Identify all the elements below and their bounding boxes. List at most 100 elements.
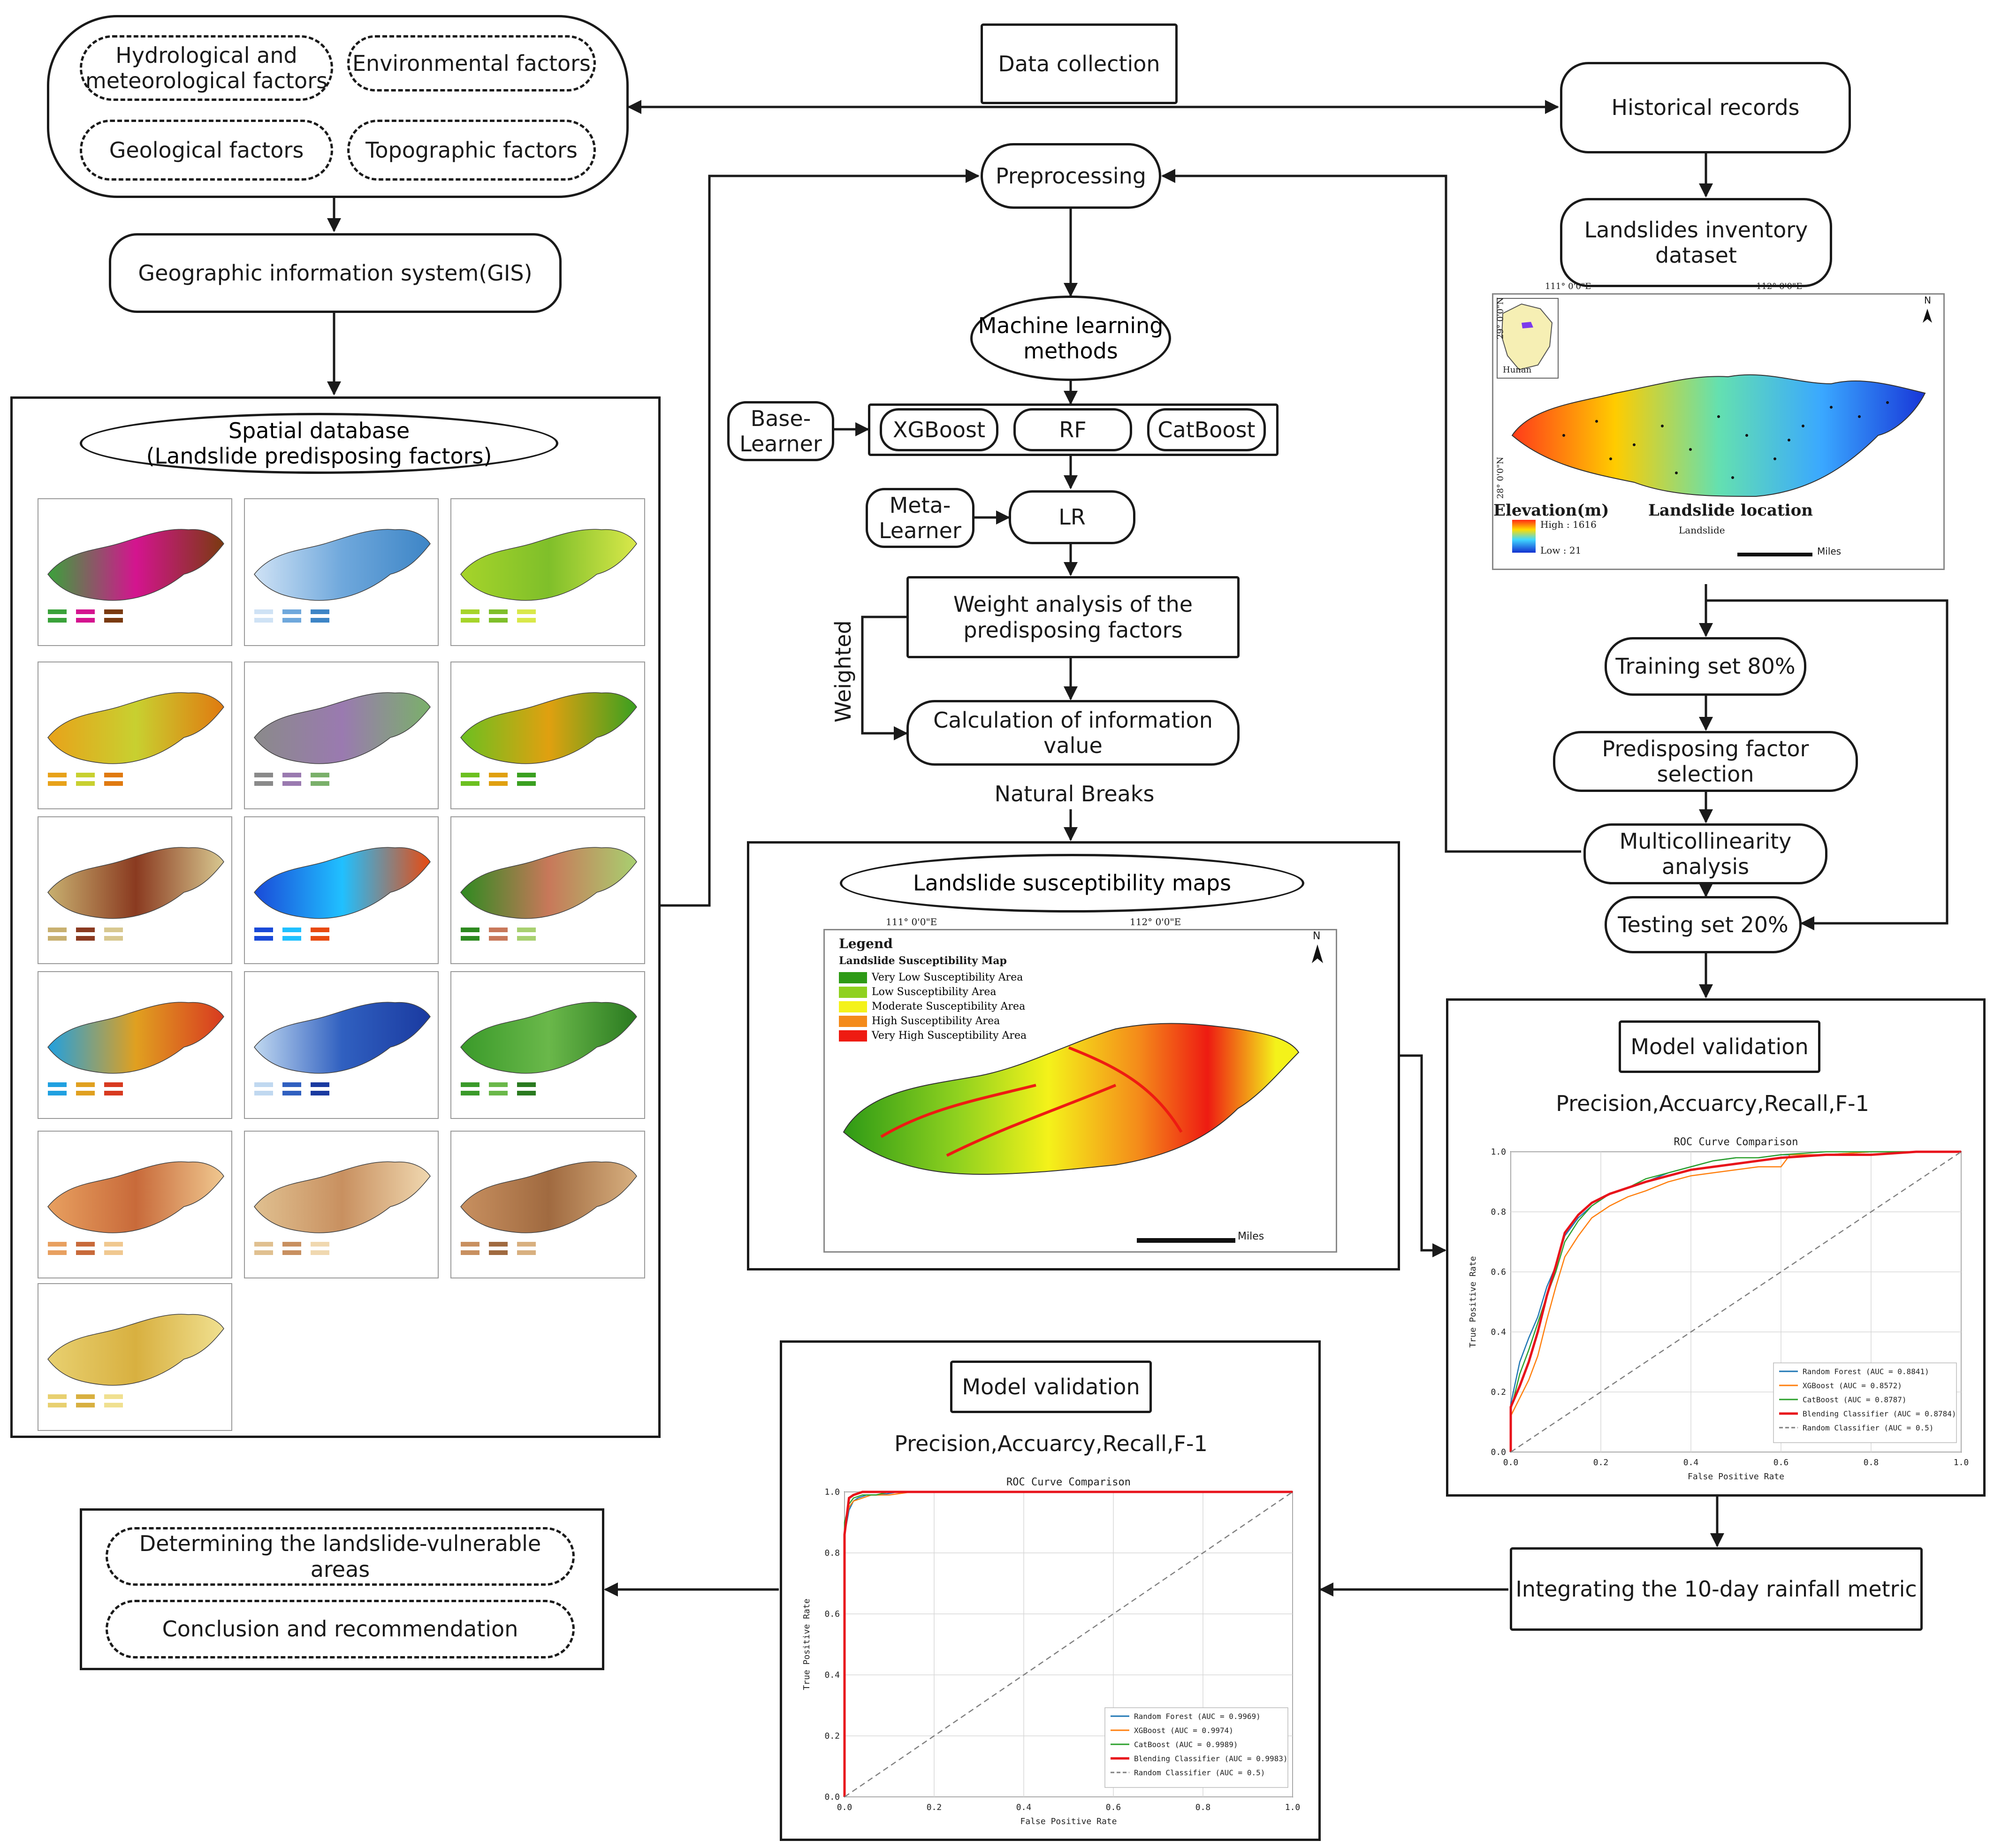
- roc-title: ROC Curve Comparison: [1674, 1136, 1798, 1148]
- legend-map-title: Landslide Susceptibility Map: [839, 955, 1007, 967]
- gis-box[interactable]: Geographic information system(GIS): [109, 233, 562, 313]
- susceptibility-north-arrow: [1312, 944, 1323, 963]
- roc-legend-label: Random Forest (AUC = 0.8841): [1803, 1367, 1929, 1376]
- roc-xtick: 0.2: [927, 1802, 942, 1812]
- information-value-box[interactable]: Calculation of information value: [906, 700, 1240, 766]
- roc-ytick: 1.0: [1491, 1147, 1506, 1157]
- base-learner-box[interactable]: Base- Learner: [727, 401, 834, 461]
- factor-legend-swatch: [311, 773, 329, 777]
- factor-legend-swatch: [461, 928, 479, 932]
- meta-learner-box[interactable]: Meta- Learner: [866, 488, 974, 548]
- roc-legend-label: Blending Classifier (AUC = 0.8784): [1803, 1409, 1956, 1418]
- rf-box[interactable]: RF: [1013, 408, 1132, 451]
- factor-legend-swatch: [282, 936, 301, 941]
- weighted-label: Weighted: [830, 620, 856, 722]
- historical-records-box[interactable]: Historical records: [1560, 62, 1851, 153]
- roc-xtick: 0.6: [1773, 1458, 1789, 1468]
- factor-legend-swatch: [489, 1082, 508, 1087]
- factor-legend-swatch: [48, 1403, 67, 1407]
- factor-area: [47, 847, 224, 919]
- factor-area: [254, 1161, 431, 1233]
- factor-map-thumb: [450, 971, 645, 1119]
- factor-legend-swatch: [517, 781, 536, 786]
- landslide-points: [1562, 401, 1889, 479]
- training-set-box[interactable]: Training set 80%: [1605, 637, 1806, 696]
- testing-set-box[interactable]: Testing set 20%: [1605, 896, 1802, 953]
- roc-xlabel: False Positive Rate: [1020, 1817, 1117, 1826]
- factor-legend-swatch: [489, 773, 508, 777]
- xgboost-box[interactable]: XGBoost: [880, 408, 998, 451]
- validation-heading-bottom: Model validation: [950, 1361, 1152, 1413]
- factor-map-thumb: [38, 816, 232, 964]
- factor-legend-swatch: [311, 1091, 329, 1095]
- factor-legend-swatch: [104, 781, 123, 786]
- factor-legend-swatch: [311, 781, 329, 786]
- factor-legend-swatch: [517, 609, 536, 614]
- factor-legend-swatch: [311, 936, 329, 941]
- factor-legend-swatch: [461, 773, 479, 777]
- integrating-rainfall-box[interactable]: Integrating the 10-day rainfall metric: [1510, 1547, 1923, 1631]
- factor-legend-swatch: [254, 781, 273, 786]
- factor-legend-swatch: [76, 1082, 95, 1087]
- inventory-lon-right: 112° 0'0"E: [1756, 281, 1803, 291]
- factor-legend-swatch: [517, 928, 536, 932]
- spatial-database-title: Spatial database (Landslide predisposing…: [80, 413, 558, 474]
- factor-legend-swatch: [104, 928, 123, 932]
- conclusion-box[interactable]: Conclusion and recommendation: [106, 1600, 575, 1658]
- factor-legend-swatch: [76, 781, 95, 786]
- roc-chart-1: 0.00.00.20.20.40.40.60.60.80.81.01.0ROC …: [1468, 1136, 1969, 1482]
- inventory-lat-bottom: 28° 0'0"N: [1495, 456, 1506, 499]
- machine-learning-methods-ellipse[interactable]: Machine learning methods: [970, 296, 1171, 381]
- data-collection-box[interactable]: Data collection: [981, 23, 1178, 104]
- topographic-factors[interactable]: Topographic factors: [347, 120, 596, 181]
- multicollinearity-box[interactable]: Multicollinearity analysis: [1583, 823, 1827, 884]
- natural-breaks-label: Natural Breaks: [994, 781, 1155, 806]
- factor-legend-swatch: [517, 936, 536, 941]
- factor-legend-swatch: [517, 1082, 536, 1087]
- elevation-low: Low : 21: [1540, 545, 1582, 556]
- factor-map-svg: [47, 692, 224, 786]
- geological-factors[interactable]: Geological factors: [80, 120, 333, 181]
- roc-series-line: [1510, 1151, 1961, 1452]
- factor-legend-swatch: [517, 1242, 536, 1247]
- legend-label: Very High Susceptibility Area: [872, 1030, 1027, 1042]
- preprocessing-box[interactable]: Preprocessing: [981, 143, 1161, 209]
- roc-legend-label: Blending Classifier (AUC = 0.9983): [1134, 1754, 1288, 1763]
- factor-legend-swatch: [282, 1250, 301, 1255]
- predisposing-factor-selection-box[interactable]: Predisposing factor selection: [1553, 731, 1858, 792]
- factor-legend-swatch: [254, 1082, 273, 1087]
- factor-legend-swatch: [254, 1242, 273, 1247]
- factor-legend-swatch: [311, 1242, 329, 1247]
- hydro-meteorological-factors[interactable]: Hydrological and meteorological factors: [80, 35, 333, 101]
- factor-legend-swatch: [48, 1091, 67, 1095]
- lr-box[interactable]: LR: [1009, 490, 1135, 544]
- legend-swatch: [839, 1015, 867, 1027]
- susc-lon-left: 111° 0'0"E: [886, 916, 937, 928]
- elevation-title: Elevation(m): [1493, 501, 1609, 520]
- weight-analysis-box[interactable]: Weight analysis of the predisposing fact…: [906, 576, 1240, 658]
- susceptibility-map: Legend Landslide Susceptibility Map Very…: [823, 916, 1337, 1253]
- catboost-box[interactable]: CatBoost: [1147, 408, 1266, 451]
- factor-legend-swatch: [517, 773, 536, 777]
- factor-legend-swatch: [48, 1082, 67, 1087]
- roc-xtick: 0.0: [1503, 1458, 1519, 1468]
- factor-legend-swatch: [104, 618, 123, 623]
- factor-legend-swatch: [76, 1091, 95, 1095]
- landslides-inventory-box[interactable]: Landslides inventory dataset: [1560, 198, 1832, 287]
- factor-area: [460, 529, 637, 601]
- roc-xtick: 0.4: [1683, 1458, 1699, 1468]
- inventory-lon-left: 111° 0'0"E: [1545, 281, 1591, 291]
- factor-legend-swatch: [282, 618, 301, 623]
- roc-ytick: 0.8: [824, 1548, 840, 1558]
- environmental-factors[interactable]: Environmental factors: [347, 35, 596, 91]
- roc-xtick: 0.6: [1106, 1802, 1121, 1812]
- roc-ytick: 1.0: [824, 1487, 840, 1497]
- roc-title: ROC Curve Comparison: [1006, 1476, 1131, 1488]
- factor-legend-swatch: [104, 1250, 123, 1255]
- factor-area: [254, 692, 431, 764]
- factor-legend-swatch: [104, 1242, 123, 1247]
- factor-legend-swatch: [461, 1242, 479, 1247]
- factor-legend-swatch: [48, 928, 67, 932]
- factor-map-svg: [47, 1314, 224, 1407]
- vulnerable-areas-box[interactable]: Determining the landslide-vulnerable are…: [106, 1527, 575, 1586]
